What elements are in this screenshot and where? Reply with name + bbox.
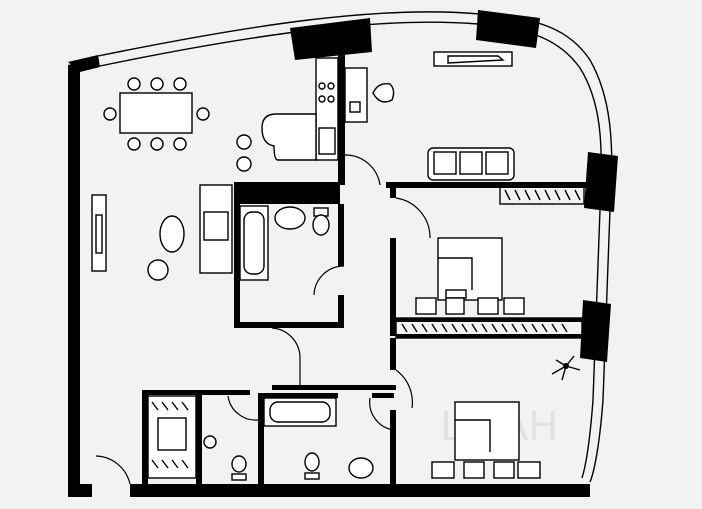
kitchen-counter: [236, 57, 339, 172]
wardrobe-lower: [147, 395, 197, 479]
bed-2: [431, 401, 541, 479]
bathtub-1: [239, 205, 269, 281]
toilet-1: [312, 207, 330, 236]
toilet-2: [203, 435, 247, 481]
upper-sofa: [427, 147, 515, 181]
desk: [344, 67, 395, 123]
bench-wall: [433, 51, 513, 67]
tv-unit: [91, 194, 107, 272]
coffee-table: [159, 215, 185, 253]
sink-2: [348, 457, 374, 479]
living-sofa: [199, 184, 233, 274]
bathtub-2: [263, 397, 337, 427]
toilet-3: [304, 452, 320, 480]
doors: [95, 154, 431, 485]
wardrobe-hatching: [401, 189, 581, 333]
sink-1: [274, 206, 306, 230]
dining-table: [103, 77, 210, 151]
outer-walls: [68, 10, 618, 497]
dining-chairs: [103, 77, 210, 151]
interior-walls: [142, 55, 586, 490]
bed-1: [415, 237, 525, 315]
armchair: [147, 259, 169, 281]
plant: [551, 355, 581, 381]
